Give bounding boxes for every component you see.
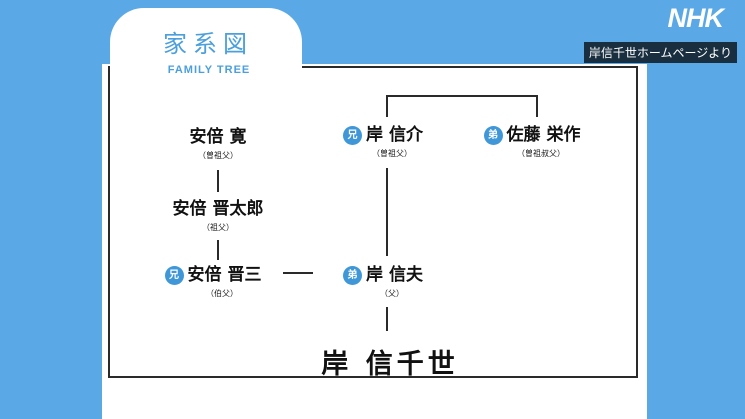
- connector-brothers-top: [386, 95, 538, 97]
- node-name: 兄安倍 晋三: [138, 260, 288, 285]
- diagram-title: 家系図: [163, 30, 253, 58]
- title-tab: [110, 8, 302, 78]
- node-name: 兄岸 信介: [318, 120, 448, 145]
- connector-nobusuke-up: [386, 95, 388, 117]
- diagram-subtitle: FAMILY TREE: [167, 64, 251, 76]
- sibling-badge-icon: 弟: [483, 126, 503, 145]
- node-name: 安倍 寛: [189, 127, 247, 147]
- node-abe-shinzo: 兄安倍 晋三 （伯父）: [138, 260, 288, 299]
- sibling-badge-icon: 兄: [164, 266, 184, 285]
- tree-frame-top-edge: [302, 66, 638, 68]
- connector-nobusuke-nobuo: [386, 168, 388, 256]
- connector-nobuo-nobuchiyo: [386, 307, 388, 331]
- node-role: （父）: [380, 289, 404, 298]
- node-role: （曽祖父）: [198, 151, 238, 160]
- node-kishi-nobusuke: 兄岸 信介 （曽祖父）: [318, 120, 448, 159]
- node-abe-kan: 安倍 寛 （曽祖父）: [158, 122, 278, 161]
- connector-shintaro-shinzo: [217, 240, 219, 260]
- sibling-badge-icon: 弟: [343, 266, 363, 285]
- node-role: （祖父）: [202, 223, 234, 232]
- source-credit: 岸信千世ホームページより: [583, 42, 737, 63]
- sibling-badge-icon: 兄: [343, 126, 363, 145]
- node-role: （伯父）: [206, 289, 238, 298]
- node-name-text: 安倍 晋三: [187, 265, 262, 285]
- node-name: 弟岸 信夫: [318, 260, 448, 285]
- connector-shinzo-nobuo: [283, 272, 313, 274]
- node-name-text: 岸 信介: [366, 125, 423, 145]
- node-name-text: 岸 信夫: [366, 265, 423, 285]
- node-role: （曽祖叔父）: [517, 149, 565, 158]
- node-kishi-nobuchiyo: 岸 信千世: [321, 349, 459, 380]
- nhk-logo: NHK: [667, 3, 724, 33]
- white-panel: [102, 64, 647, 419]
- connector-kan-shintaro: [217, 170, 219, 192]
- node-kishi-nobuo: 弟岸 信夫 （父）: [318, 260, 448, 299]
- node-name: 弟佐藤 栄作: [462, 120, 602, 145]
- connector-eisaku-up: [536, 95, 538, 117]
- node-name-text: 佐藤 栄作: [506, 125, 581, 145]
- tree-frame: [108, 66, 638, 378]
- node-name: 安倍 晋太郎: [172, 199, 264, 219]
- node-role: （曽祖父）: [372, 149, 412, 158]
- node-abe-shintaro: 安倍 晋太郎 （祖父）: [148, 194, 288, 233]
- node-sato-eisaku: 弟佐藤 栄作 （曽祖叔父）: [462, 120, 602, 159]
